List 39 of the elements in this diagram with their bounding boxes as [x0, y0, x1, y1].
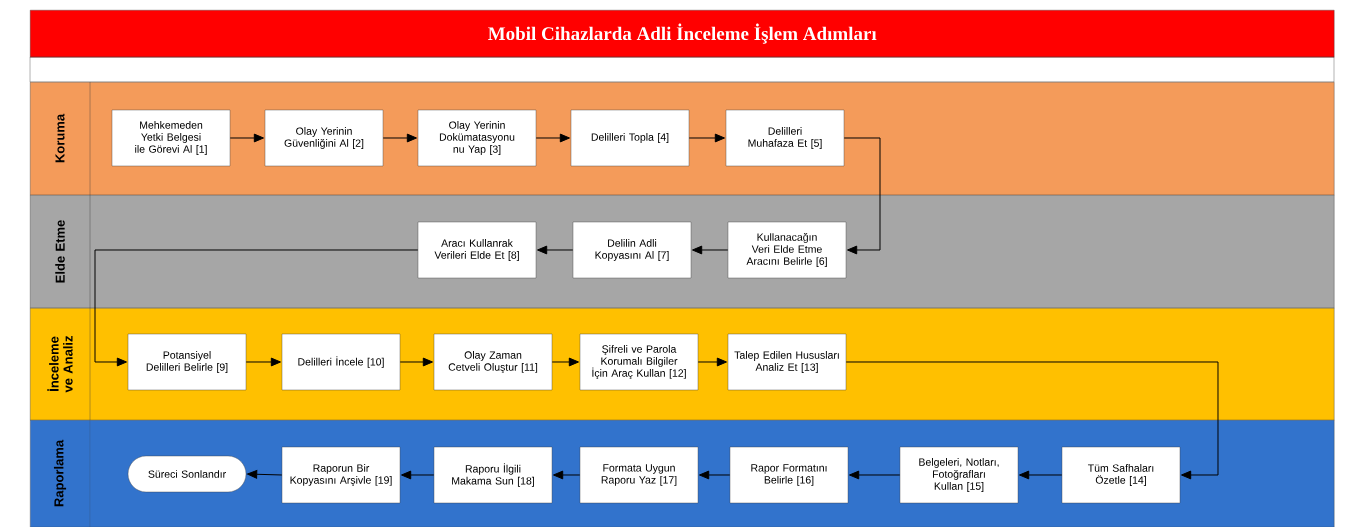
- process-box: Tüm Safhaları Özetle [14]: [1061, 446, 1181, 504]
- arrow: [247, 469, 283, 479]
- process-box: Rapor Formatını Belirle [16]: [729, 446, 849, 504]
- arrow: [688, 133, 725, 143]
- process-box: Raporu İlgili Makama Sun [18]: [433, 446, 553, 504]
- arrow: [553, 470, 581, 480]
- arrow: [699, 470, 731, 480]
- process-box: Delilleri Muhafaza Et [5]: [725, 109, 845, 167]
- arrow: [551, 357, 579, 367]
- process-box: Olay Yerinin Güvenliğini Al [2]: [264, 109, 384, 167]
- arrow: [1019, 470, 1063, 480]
- process-box: Kullanacağın Veri Elde Etme Aracını Belirle [6]: [727, 221, 847, 279]
- process-box: Belgeleri, Notları, Fotoğrafları Kullan [15]: [899, 446, 1019, 504]
- process-box: Formata Uygun Raporu Yaz [17]: [579, 446, 699, 504]
- process-box: Delilleri İncele [10]: [281, 333, 401, 391]
- process-box: Delilleri Topla [4]: [570, 109, 690, 167]
- arrow: [843, 137, 881, 255]
- process-box: Mehkemeden Yetki Belgesi ile Görevi Al [1]: [111, 109, 231, 167]
- process-box: Olay Yerinin Dokümatasyonu nu Yap [3]: [417, 109, 537, 167]
- title-bar: Mobil Cihazlarda Adli İnceleme İşlem Adımları: [30, 10, 1335, 58]
- arrow: [382, 133, 417, 143]
- process-box: Delilin Adli Kopyasını Al [7]: [572, 221, 692, 279]
- arrow: [229, 133, 264, 143]
- process-box: Şifreli ve Parola Korumalı Bilgiler İçin Araç Kullan [12]: [579, 333, 699, 391]
- arrow: [399, 357, 433, 367]
- process-box: Aracı Kullanrak Verileri Elde Et [8]: [417, 221, 537, 279]
- process-box: Raporun Bir Kopyasını Arşivle [19]: [281, 446, 401, 504]
- process-box: Potansiyel Delilleri Belirle [9]: [127, 333, 247, 391]
- arrow: [845, 361, 1219, 480]
- arrow: [401, 470, 435, 480]
- arrow: [94, 249, 419, 367]
- process-box: Talep Edilen Hususları Analiz Et [13]: [727, 333, 847, 391]
- arrow: [245, 357, 281, 367]
- arrow: [692, 245, 729, 255]
- arrow: [697, 357, 727, 367]
- process-box: Olay Zaman Cetveli Oluştur [11]: [433, 333, 553, 391]
- arrow: [537, 245, 574, 255]
- arrow: [535, 133, 570, 143]
- arrow: [849, 470, 901, 480]
